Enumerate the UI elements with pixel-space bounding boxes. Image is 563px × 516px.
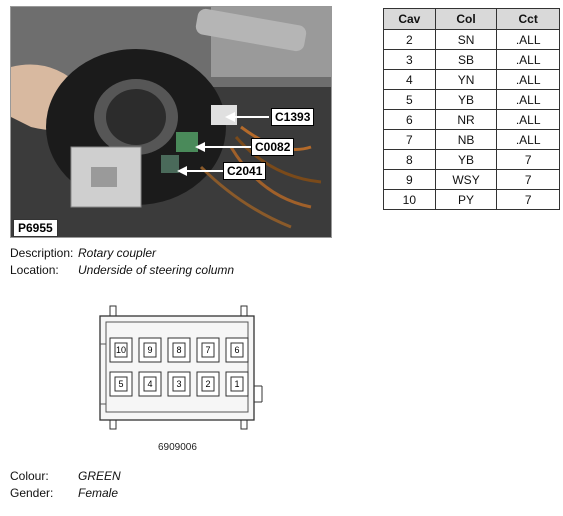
header-col: Col bbox=[434, 8, 498, 30]
cell-cav: 10 bbox=[383, 189, 436, 210]
callout-c0082: C0082 bbox=[251, 138, 295, 156]
cell-col: SB bbox=[434, 49, 498, 70]
cavity-7: 7 bbox=[196, 337, 220, 363]
table-header-row: Cav Col Cct bbox=[383, 8, 560, 30]
header-cav: Cav bbox=[383, 8, 436, 30]
gender-value: Female bbox=[78, 486, 119, 500]
cell-cct: .ALL bbox=[496, 69, 560, 90]
description-value: Rotary coupler bbox=[78, 246, 157, 260]
cavity-5: 5 bbox=[109, 371, 133, 397]
cavity-2: 2 bbox=[196, 371, 220, 397]
cavity-number: 9 bbox=[147, 345, 152, 355]
location-value: Underside of steering column bbox=[78, 263, 235, 277]
cavity-grid: 10 9 8 7 6 5 4 3 2 1 bbox=[109, 337, 249, 397]
cell-cav: 7 bbox=[383, 129, 436, 150]
cell-cct: .ALL bbox=[496, 89, 560, 110]
cavity-number: 6 bbox=[234, 345, 239, 355]
part-number: 6909006 bbox=[158, 442, 197, 453]
location-label: Location: bbox=[10, 263, 59, 277]
colour-line: Colour: GREEN bbox=[10, 469, 121, 483]
cavity-number: 2 bbox=[205, 379, 210, 389]
callout-c1393: C1393 bbox=[271, 108, 315, 126]
photo-id-label: P6955 bbox=[13, 219, 58, 237]
cavity-number: 10 bbox=[116, 345, 126, 355]
description-label: Description: bbox=[10, 246, 74, 260]
cavity-number: 1 bbox=[234, 379, 239, 389]
colour-label: Colour: bbox=[10, 469, 49, 483]
connector-face-diagram: 10 9 8 7 6 5 4 3 2 1 bbox=[96, 304, 268, 439]
cavity-4: 4 bbox=[138, 371, 162, 397]
cavity-number: 7 bbox=[205, 345, 210, 355]
location-line: Location: Underside of steering column bbox=[10, 263, 234, 277]
cell-cav: 5 bbox=[383, 89, 436, 110]
gender-label: Gender: bbox=[10, 486, 54, 500]
cavity-number: 8 bbox=[176, 345, 181, 355]
cell-cct: .ALL bbox=[496, 109, 560, 130]
cavity-8: 8 bbox=[167, 337, 191, 363]
cell-cct: .ALL bbox=[496, 29, 560, 50]
cell-cav: 3 bbox=[383, 49, 436, 70]
cavity-number: 3 bbox=[176, 379, 181, 389]
colour-value: GREEN bbox=[78, 469, 121, 483]
gender-line: Gender: Female bbox=[10, 486, 118, 500]
cell-cav: 8 bbox=[383, 149, 436, 170]
description-line: Description: Rotary coupler bbox=[10, 246, 156, 260]
cell-col: PY bbox=[434, 189, 498, 210]
cell-col: WSY bbox=[434, 169, 498, 190]
cell-cct: .ALL bbox=[496, 129, 560, 150]
cell-cct: 7 bbox=[496, 169, 560, 190]
connector-outline bbox=[99, 305, 263, 430]
cavity-number: 4 bbox=[147, 379, 152, 389]
steering-column-photo bbox=[11, 7, 331, 237]
cavity-3: 3 bbox=[167, 371, 191, 397]
cell-col: NR bbox=[434, 109, 498, 130]
cell-cav: 6 bbox=[383, 109, 436, 130]
cell-col: SN bbox=[434, 29, 498, 50]
cavity-number: 5 bbox=[118, 379, 123, 389]
cell-cct: 7 bbox=[496, 189, 560, 210]
cell-col: NB bbox=[434, 129, 498, 150]
cell-cav: 4 bbox=[383, 69, 436, 90]
cavity-9: 9 bbox=[138, 337, 162, 363]
cavity-10: 10 bbox=[109, 337, 133, 363]
cell-cct: 7 bbox=[496, 149, 560, 170]
cell-cct: .ALL bbox=[496, 49, 560, 70]
header-cct: Cct bbox=[496, 8, 560, 30]
component-photo: P6955 C1393 C0082 C2041 bbox=[10, 6, 332, 238]
cavity-6: 6 bbox=[225, 337, 249, 363]
callout-c2041: C2041 bbox=[223, 162, 267, 180]
cavity-1: 1 bbox=[225, 371, 249, 397]
cell-cav: 9 bbox=[383, 169, 436, 190]
cell-cav: 2 bbox=[383, 29, 436, 50]
cell-col: YB bbox=[434, 149, 498, 170]
cell-col: YN bbox=[434, 69, 498, 90]
cell-col: YB bbox=[434, 89, 498, 110]
